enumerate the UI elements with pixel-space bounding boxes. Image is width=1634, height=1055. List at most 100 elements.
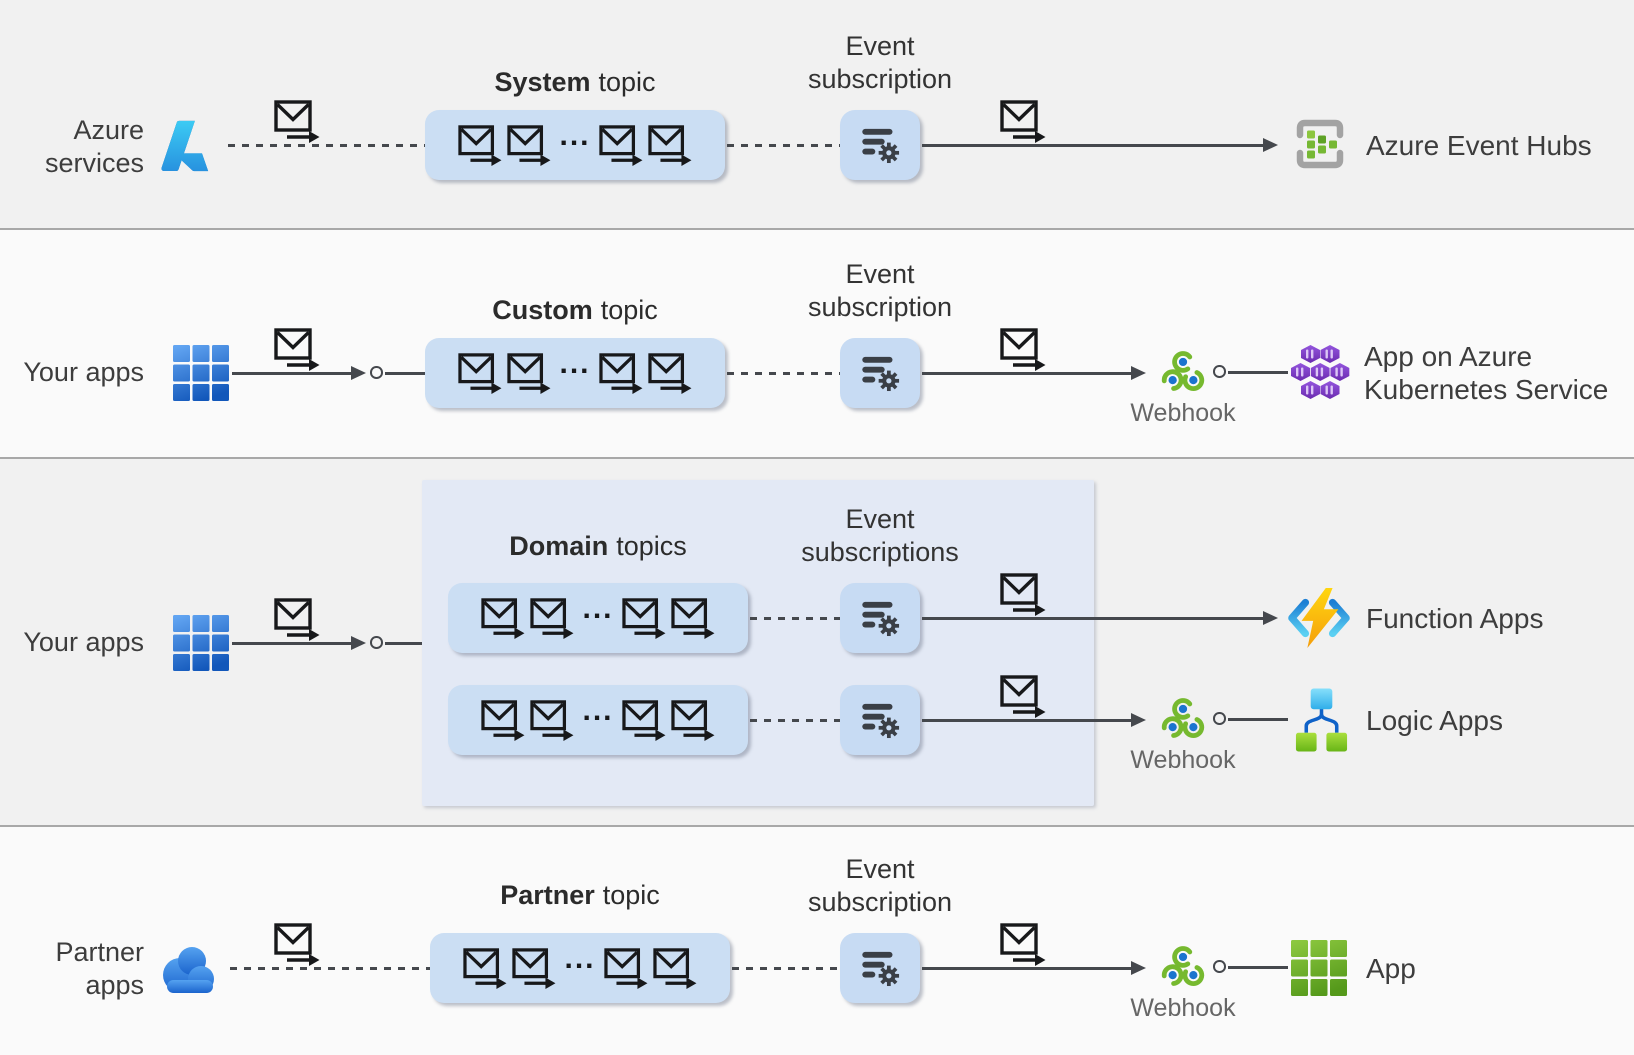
message-icon	[1000, 328, 1046, 371]
arrowhead-icon	[351, 635, 366, 650]
app-label: App	[1366, 953, 1416, 984]
event-message-icon	[653, 948, 697, 989]
event-subscription-box-2	[840, 685, 920, 755]
connector-circle	[370, 366, 383, 379]
message-icon	[274, 100, 320, 143]
webhook-label: Webhook	[1130, 746, 1236, 774]
event-message-icon	[507, 353, 551, 394]
event-message-icon	[458, 125, 502, 166]
arrowhead-icon	[1263, 137, 1278, 152]
event-message-icon	[599, 125, 643, 166]
arrowhead-icon	[1263, 610, 1278, 625]
event-subscription-box	[840, 338, 920, 408]
your-apps-label: Your apps	[23, 357, 144, 387]
message-icon	[1000, 923, 1046, 966]
event-message-icon	[530, 700, 574, 741]
ellipsis: ...	[582, 694, 614, 727]
ellipsis: ...	[559, 347, 591, 380]
domain-topic-box-1: ...	[448, 583, 748, 653]
azure-event-hubs-label: Azure Event Hubs	[1366, 130, 1592, 161]
ellipsis: ...	[564, 942, 596, 975]
function-apps-icon	[1287, 587, 1351, 649]
event-message-icon	[622, 700, 666, 741]
event-subscription-label: Event subscription	[807, 31, 953, 94]
logic-apps-label: Logic Apps	[1366, 705, 1503, 736]
connector-circle	[1213, 712, 1226, 725]
subscription-filter-icon	[855, 695, 905, 745]
solid-connector	[922, 967, 1131, 970]
band-custom-topic	[0, 228, 1634, 457]
event-message-icon	[463, 948, 507, 989]
solid-connector	[1228, 371, 1288, 374]
connector-circle	[1213, 960, 1226, 973]
subscription-filter-icon	[855, 593, 905, 643]
function-apps-label: Function Apps	[1366, 603, 1544, 634]
connector-circle	[370, 636, 383, 649]
event-message-icon	[512, 948, 556, 989]
domain-topic-box-2: ...	[448, 685, 748, 755]
partner-topic-box: ...	[430, 933, 730, 1003]
row-divider	[0, 825, 1634, 827]
dashed-connector	[727, 372, 840, 375]
event-message-icon	[671, 700, 715, 741]
event-subscription-box	[840, 933, 920, 1003]
custom-topic-box: ...	[425, 338, 725, 408]
dashed-connector	[727, 144, 840, 147]
row-divider	[0, 228, 1634, 230]
ellipsis: ...	[559, 119, 591, 152]
azure-kubernetes-service-icon	[1290, 344, 1350, 400]
your-apps-label: Your apps	[23, 627, 144, 657]
partner-cloud-icon	[155, 939, 227, 997]
webhook-label: Webhook	[1130, 399, 1236, 427]
solid-connector	[922, 144, 1263, 147]
subscription-filter-icon	[855, 943, 905, 993]
azure-logo-icon	[159, 117, 217, 175]
azure-event-hubs-icon	[1292, 115, 1348, 173]
event-message-icon	[671, 598, 715, 639]
webhook-icon	[1160, 944, 1206, 990]
solid-connector	[232, 372, 351, 375]
arrowhead-icon	[1131, 365, 1146, 380]
message-icon	[1000, 573, 1046, 616]
arrowhead-icon	[351, 365, 366, 380]
your-apps-icon	[173, 615, 229, 671]
ellipsis: ...	[582, 592, 614, 625]
connector-circle	[1213, 365, 1226, 378]
system-topic-box: ...	[425, 110, 725, 180]
dashed-connector	[732, 967, 840, 970]
event-message-icon	[622, 598, 666, 639]
webhook-label: Webhook	[1130, 994, 1236, 1022]
azure-kubernetes-service-label: App on Azure Kubernetes Service	[1364, 341, 1609, 405]
band-partner-topic	[0, 825, 1634, 1055]
partner-apps-label: Partner apps	[55, 937, 144, 1000]
webhook-icon	[1160, 696, 1206, 742]
message-icon	[274, 923, 320, 966]
event-subscription-label: Event subscription	[807, 854, 953, 917]
event-subscription-box	[840, 110, 920, 180]
event-message-icon	[507, 125, 551, 166]
row-divider	[0, 457, 1634, 459]
event-message-icon	[599, 353, 643, 394]
message-icon	[1000, 675, 1046, 718]
solid-connector	[922, 372, 1131, 375]
dashed-connector	[750, 617, 840, 620]
event-message-icon	[481, 700, 525, 741]
event-message-icon	[604, 948, 648, 989]
band-system-topic	[0, 0, 1634, 228]
arrowhead-icon	[1131, 712, 1146, 727]
solid-connector	[1228, 718, 1288, 721]
solid-connector	[922, 617, 1263, 620]
your-apps-icon	[173, 345, 229, 401]
message-icon	[274, 598, 320, 641]
event-subscription-box-1	[840, 583, 920, 653]
webhook-icon	[1160, 349, 1206, 395]
solid-connector	[922, 719, 1131, 722]
event-message-icon	[481, 598, 525, 639]
solid-connector	[1228, 966, 1288, 969]
logic-apps-icon	[1293, 687, 1350, 753]
